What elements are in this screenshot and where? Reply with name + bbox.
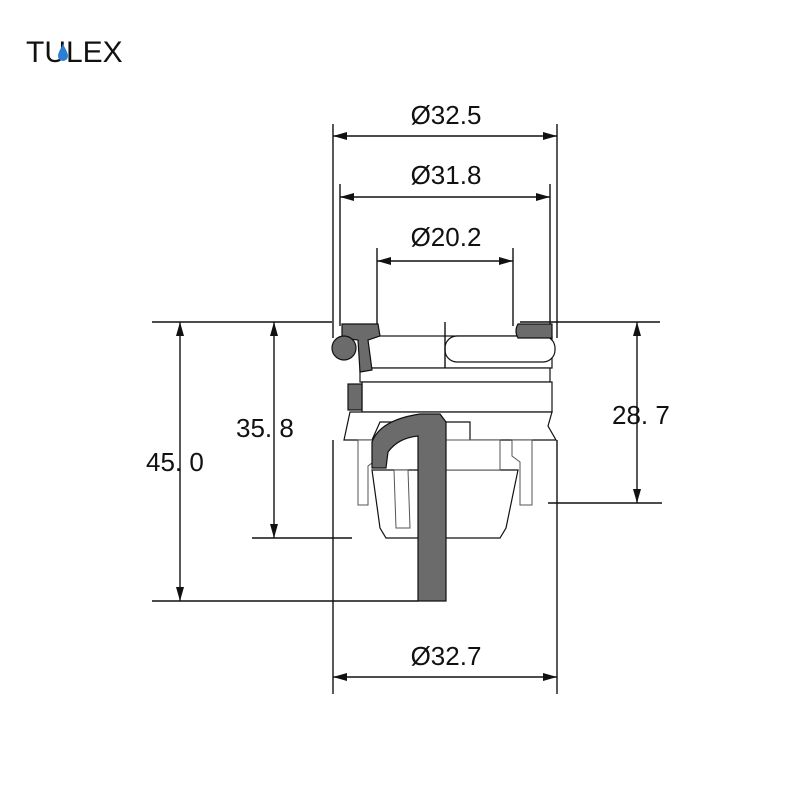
top-right-seal — [515, 323, 553, 339]
brand-logo: TULEX — [26, 36, 123, 69]
side-gasket — [347, 383, 363, 411]
drain-valve-part — [331, 322, 558, 602]
top-ring — [444, 335, 556, 363]
label-top-outer-diameter: Ø32.5 — [411, 100, 482, 130]
valve-stem — [371, 413, 447, 602]
mid-body — [361, 381, 553, 413]
logo-text: TULEX — [26, 36, 123, 69]
label-top-mid-diameter: Ø31.8 — [411, 160, 482, 190]
label-total-height: 45. 0 — [146, 447, 204, 477]
lower-right-wall — [511, 439, 533, 506]
dimension-lines — [176, 132, 641, 681]
inner-chamber — [439, 439, 501, 471]
label-inner-height: 35. 8 — [236, 413, 294, 443]
label-right-height: 28. 7 — [612, 400, 670, 430]
logo-drop-icon — [58, 44, 68, 61]
label-bottom-diameter: Ø32.7 — [411, 641, 482, 671]
label-top-inner-diameter: Ø20.2 — [411, 222, 482, 252]
dimension-labels: Ø32.5 Ø31.8 Ø20.2 Ø32.7 45. 0 35. 8 28. … — [146, 100, 670, 671]
inner-slot — [393, 469, 411, 529]
o-ring-left — [331, 335, 357, 361]
mid-band — [359, 367, 551, 383]
